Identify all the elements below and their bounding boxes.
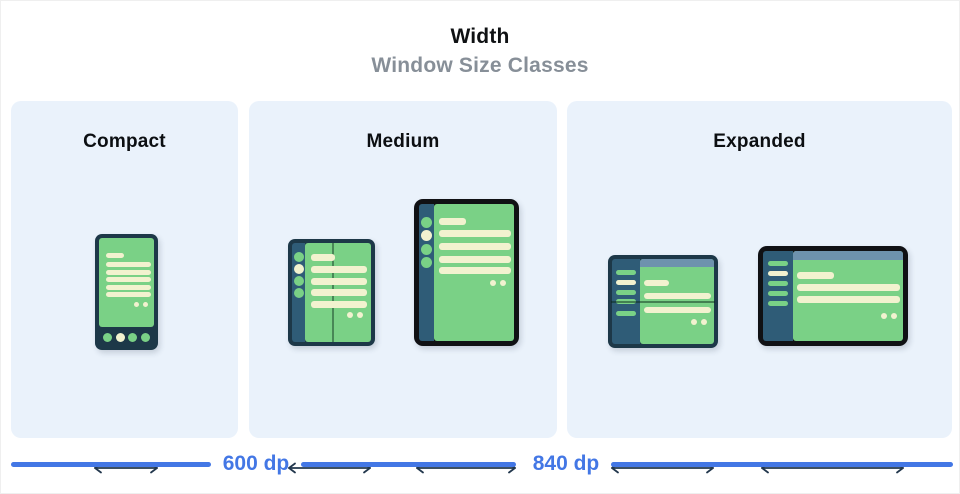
diagram-title: Width <box>450 25 510 48</box>
phone-nav-bar <box>95 333 158 342</box>
nav-drawer <box>763 251 793 341</box>
ruler-segment <box>301 462 516 467</box>
breakpoint-600dp: 600 dp <box>222 452 290 475</box>
fold-crease <box>611 301 715 303</box>
panel-expanded-label: Expanded <box>713 131 806 152</box>
tablet-screen <box>434 204 514 341</box>
panel-compact-label: Compact <box>83 131 166 152</box>
tablet-portrait-illustration <box>414 199 519 346</box>
content-action-dots <box>691 319 707 325</box>
foldable-screen <box>640 259 714 344</box>
content-action-dots <box>490 280 506 286</box>
panel-expanded: Expanded <box>567 101 952 474</box>
diagram-subtitle: Window Size Classes <box>371 54 589 77</box>
tablet-screen <box>793 251 903 341</box>
nav-drawer <box>612 259 640 344</box>
ruler-segment <box>611 462 953 467</box>
content-action-dots <box>134 302 148 307</box>
panel-medium-label: Medium <box>366 131 440 152</box>
content-action-dots <box>881 313 897 319</box>
nav-rail-items <box>292 252 305 298</box>
panel-compact: Compact <box>11 101 238 474</box>
nav-rail-items <box>419 217 434 269</box>
phone-portrait-illustration <box>95 234 158 350</box>
breakpoint-840dp: 840 dp <box>532 452 600 475</box>
panel-medium: Medium <box>249 101 557 474</box>
content-action-dots <box>347 312 363 318</box>
phone-screen <box>99 238 154 327</box>
foldable-screen <box>305 243 371 342</box>
app-bar <box>640 259 714 267</box>
foldable-landscape-illustration <box>608 255 718 348</box>
tablet-landscape-illustration <box>758 246 908 346</box>
ruler-segment <box>11 462 211 467</box>
foldable-portrait-illustration <box>288 239 375 346</box>
app-bar <box>793 251 903 260</box>
